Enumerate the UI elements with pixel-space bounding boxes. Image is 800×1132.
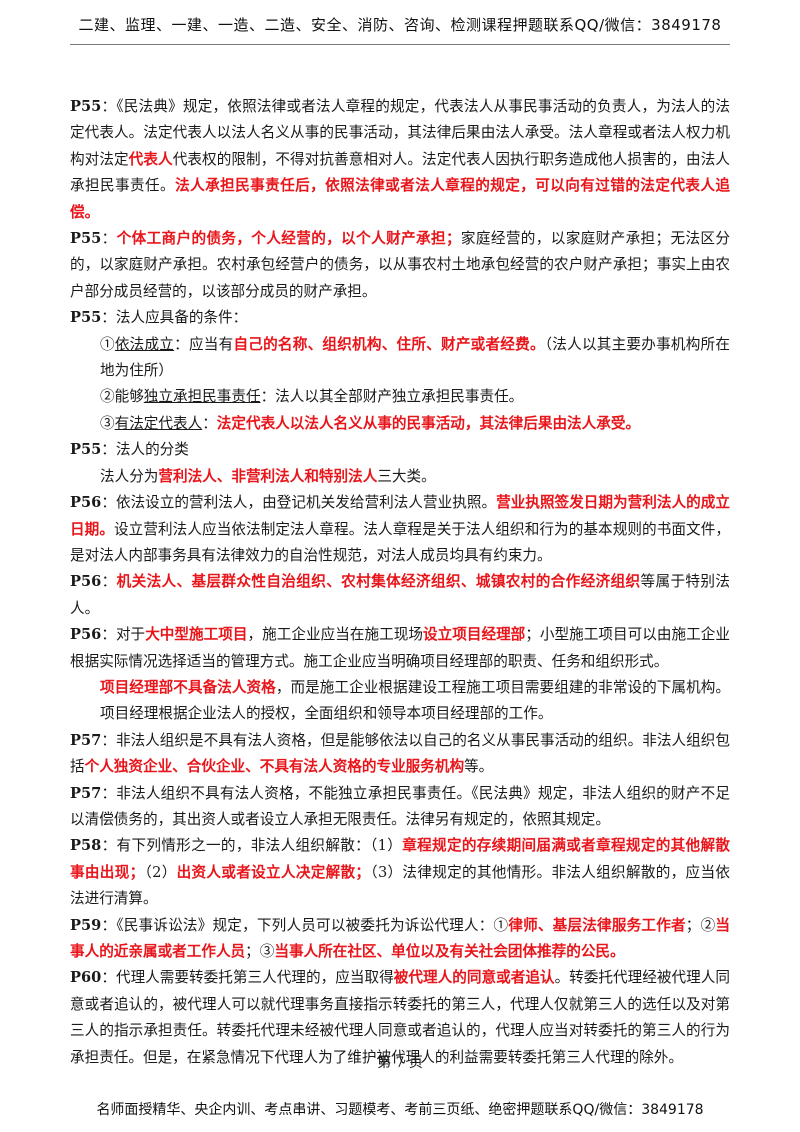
section-code: P58 xyxy=(70,837,102,855)
paragraph-text: （3）法律规定的其他情形。非法人组织解散的，应当依法进行清算。 xyxy=(70,863,730,908)
paragraph-text: ：法人的分类 xyxy=(101,441,189,459)
document-body: P55：《民法典》规定，依照法律或者法人章程的规定，代表法人从事民事活动的负责人… xyxy=(70,94,730,1071)
highlighted-text: 律师、基层法律服务工作者 xyxy=(508,916,686,934)
paragraph-text: 三大类。 xyxy=(377,467,436,485)
paragraph-text: ：代理人需要转委托第三人代理的，应当取得 xyxy=(101,969,394,987)
paragraph-text: ：对于 xyxy=(101,626,146,644)
paragraph-text: ；小型施工项目可以由施工企业根据实际情况选择适当的管理方式。施工企业应当明确项目… xyxy=(70,626,730,670)
highlighted-text: 出资人或者设立人决定解散； xyxy=(176,863,371,881)
paragraph: P59：《民事诉讼法》规定，下列人员可以被委托为诉讼代理人：①律师、基层法律服务… xyxy=(70,913,730,966)
paragraph: P55：《民法典》规定，依照法律或者法人章程的规定，代表法人从事民事活动的负责人… xyxy=(70,94,730,226)
paragraph: ②能够独立承担民事责任：法人以其全部财产独立承担民事责任。 xyxy=(70,384,730,410)
paragraph-text: 代表权的限制，不得对抗善意相对人。法定代表人因执行职务造成他人损害的，由法人承担… xyxy=(70,150,730,195)
paragraph: ①依法成立：应当有自己的名称、组织机构、住所、财产或者经费。（法人以其主要办事机… xyxy=(70,332,730,385)
paragraph-text: 等属于特别法人。 xyxy=(70,573,730,617)
section-code: P55 xyxy=(70,98,102,115)
header-divider xyxy=(70,44,730,45)
paragraph-text: ：《民事诉讼法》规定，下列人员可以被委托为诉讼代理人：① xyxy=(101,916,509,934)
highlighted-text: 当事人所在社区、单位以及有关社会团体推荐的公民。 xyxy=(274,943,625,960)
highlighted-text: 被代理人的同意或者追认 xyxy=(393,969,555,987)
paragraph-text: （2） xyxy=(144,863,177,881)
highlighted-text: 营业执照签发日期为营利法人的成立日期。 xyxy=(70,494,730,538)
highlighted-text: 个人独资企业、合伙企业、不具有法人资格的专业服务机构 xyxy=(84,758,465,776)
paragraph-text: ：法人应具备的条件： xyxy=(101,309,248,327)
paragraph-text: 法人分为 xyxy=(100,467,159,485)
paragraph-text: ：依法设立的营利法人，由登记机关发给营利法人营业执照。 xyxy=(101,494,497,512)
paragraph-text: 家庭经营的，以家庭财产承担；无法区分的，以家庭财产承担。农村承包经营户的债务，以… xyxy=(70,230,730,300)
section-code: P55 xyxy=(70,230,102,248)
paragraph-text: ，而是施工企业根据建设工程施工项目需要组建的非常设的下属机构。项目经理根据企业法… xyxy=(100,678,730,723)
paragraph-text: ：法人以其全部财产独立承担民事责任。 xyxy=(260,388,524,406)
paragraph-text: 。转委托代理经被代理人同意或者追认的，被代理人可以就代理事务直接指示转委托的第三… xyxy=(70,969,730,1066)
highlighted-text: 项目经理部不具备法人资格 xyxy=(100,678,276,696)
page-header: 二建、监理、一建、一造、二造、安全、消防、咨询、检测课程押题联系QQ/微信：38… xyxy=(78,16,722,34)
paragraph-text: ：非法人组织是不具有法人资格，但是能够依法以自己的名义从事民事活动的组织。非法人… xyxy=(70,731,730,776)
underlined-term: 独立承担民事责任 xyxy=(143,388,261,406)
section-code: P57 xyxy=(70,731,102,749)
section-code: P59 xyxy=(70,916,102,934)
paragraph-text: ：应当有 xyxy=(174,335,234,353)
underlined-term: 依法成立 xyxy=(114,335,175,353)
highlighted-text: 机关法人、基层群众性自治组织、农村集体经济组织、城镇农村的合作经济组织 xyxy=(116,573,641,591)
paragraph-text: ： xyxy=(202,414,217,432)
section-code: P56 xyxy=(70,626,102,644)
paragraph-text: ③ xyxy=(100,414,115,432)
paragraph: ③有法定代表人：法定代表人以法人名义从事的民事活动，其法律后果由法人承受。 xyxy=(70,411,730,437)
paragraph-text: ；② xyxy=(685,916,716,934)
highlighted-text: 营利法人、非营利法人和特别法人 xyxy=(158,467,378,485)
paragraph: P55：个体工商户的债务，个人经营的，以个人财产承担；家庭经营的，以家庭财产承担… xyxy=(70,226,730,305)
page-number: 第 7 页 xyxy=(377,1055,423,1071)
section-code: P56 xyxy=(70,494,102,512)
highlighted-text: 大中型施工项目 xyxy=(145,626,248,644)
highlighted-text: 法定代表人以法人名义从事的民事活动，其法律后果由法人承受。 xyxy=(216,414,641,432)
section-code: P55 xyxy=(70,309,102,327)
paragraph: P55：法人应具备的条件： xyxy=(70,305,730,331)
section-code: P60 xyxy=(70,969,102,987)
paragraph: 法人分为营利法人、非营利法人和特别法人三大类。 xyxy=(70,464,730,490)
highlighted-text: 章程规定的存续期间届满或者章程规定的其他解散事由出现； xyxy=(70,837,730,881)
underlined-term: 有法定代表人 xyxy=(114,414,203,432)
paragraph-text: ：非法人组织不具有法人资格，不能独立承担民事责任。《民法典》规定，非法人组织的财… xyxy=(70,784,730,828)
paragraph-text: ②能够 xyxy=(100,388,144,406)
paragraph: P56：对于大中型施工项目，施工企业应当在施工现场设立项目经理部；小型施工项目可… xyxy=(70,622,730,675)
highlighted-text: 当事人的近亲属或者工作人员 xyxy=(70,916,730,960)
paragraph: P58：有下列情形之一的，非法人组织解散：（1）章程规定的存续期间届满或者章程规… xyxy=(70,833,730,912)
paragraph-text: ① xyxy=(100,335,115,353)
paragraph: P57：非法人组织不具有法人资格，不能独立承担民事责任。《民法典》规定，非法人组… xyxy=(70,781,730,834)
paragraph-text: 设立营利法人应当依法制定法人章程。法人章程是关于法人组织和行为的基本规则的书面文… xyxy=(70,520,730,564)
page-footer: 名师面授精华、央企内训、考点串讲、习题模考、考前三页纸、绝密押题联系QQ/微信：… xyxy=(96,1102,704,1118)
paragraph: P56：机关法人、基层群众性自治组织、农村集体经济组织、城镇农村的合作经济组织等… xyxy=(70,569,730,622)
section-code: P55 xyxy=(70,441,102,459)
section-code: P57 xyxy=(70,784,102,802)
paragraph: P55：法人的分类 xyxy=(70,437,730,463)
paragraph-text: ： xyxy=(101,230,117,248)
highlighted-text: 自己的名称、组织机构、住所、财产或者经费。 xyxy=(233,335,545,353)
paragraph-text: 等。 xyxy=(464,758,494,776)
paragraph: 项目经理部不具备法人资格，而是施工企业根据建设工程施工项目需要组建的非常设的下属… xyxy=(70,675,730,728)
paragraph-text: （法人以其主要办事机构所在地为住所） xyxy=(100,335,730,380)
paragraph: P56：依法设立的营利法人，由登记机关发给营利法人营业执照。营业执照签发日期为营… xyxy=(70,490,730,569)
section-code: P56 xyxy=(70,573,102,591)
paragraph-text: ：《民法典》规定，依照法律或者法人章程的规定，代表法人从事民事活动的负责人，为法… xyxy=(70,98,730,168)
highlighted-text: 法人承担民事责任后，依照法律或者法人章程的规定，可以向有过错的法定代表人追偿。 xyxy=(70,177,730,221)
paragraph: P60：代理人需要转委托第三人代理的，应当取得被代理人的同意或者追认。转委托代理… xyxy=(70,965,730,1071)
paragraph-text: ；③ xyxy=(245,943,275,960)
highlighted-text: 设立项目经理部 xyxy=(422,626,526,644)
paragraph-text: ： xyxy=(101,573,117,591)
paragraph-text: ：有下列情形之一的，非法人组织解散：（1） xyxy=(101,837,403,855)
paragraph: P57：非法人组织是不具有法人资格，但是能够依法以自己的名义从事民事活动的组织。… xyxy=(70,728,730,781)
highlighted-text: 个体工商户的债务，个人经营的，以个人财产承担； xyxy=(116,230,461,248)
paragraph-text: ，施工企业应当在施工现场 xyxy=(247,626,423,644)
highlighted-text: 代表人 xyxy=(128,150,173,168)
